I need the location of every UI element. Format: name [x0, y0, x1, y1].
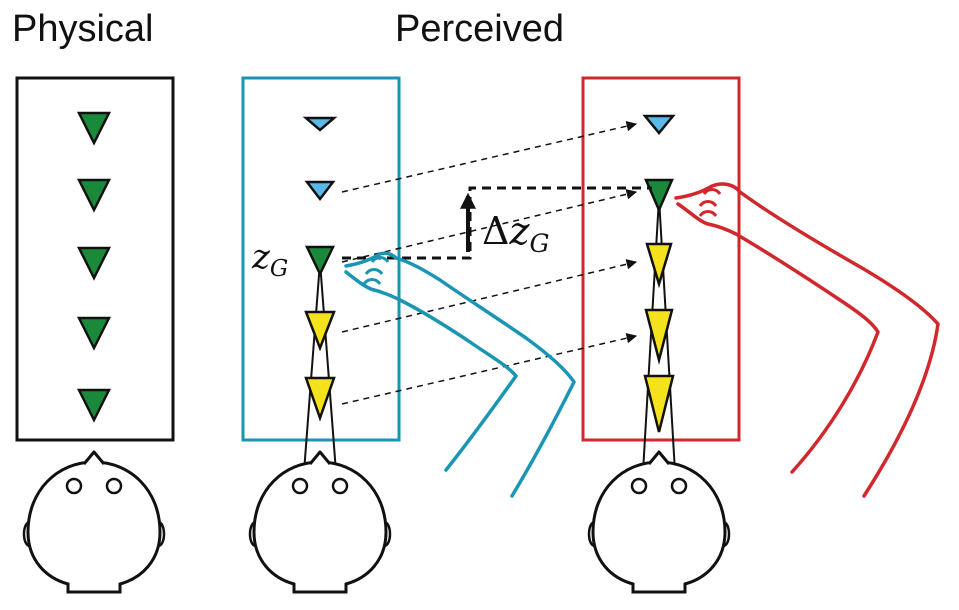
panel-perceived-gaze: [241, 76, 401, 594]
target-green: [76, 246, 112, 281]
target-yellow: [304, 376, 336, 422]
target-green: [305, 245, 335, 277]
physical-frame: [15, 76, 175, 442]
target-blue: [304, 180, 336, 202]
pointing-hand-knuckles: [698, 188, 722, 217]
target-green: [76, 178, 112, 213]
target-blue: [302, 116, 338, 132]
target-blue: [642, 114, 676, 135]
gaze-hand-arm: [344, 251, 576, 498]
target-green: [76, 388, 112, 423]
gaze-hand-knuckles: [362, 256, 390, 285]
target-yellow: [644, 308, 674, 365]
panel-physical: [15, 76, 175, 594]
gaze-head: [248, 450, 392, 594]
mapping-arrow: [341, 333, 638, 405]
target-green: [76, 316, 112, 351]
mapping-arrow: [341, 121, 638, 193]
physical-head: [22, 450, 166, 594]
pointing-head: [587, 450, 731, 594]
mapping-arrows: [341, 121, 638, 405]
target-green: [76, 111, 112, 146]
target-yellow: [304, 310, 336, 352]
pointing-frame: [581, 76, 741, 442]
title-physical: Physical: [12, 8, 154, 50]
gaze-sight-lines: [303, 261, 337, 473]
panel-perceived-pointing: [581, 76, 741, 594]
target-yellow: [645, 242, 673, 289]
delta-bracket: [342, 186, 652, 260]
delta-gaze-depth-label: ΔzG: [482, 209, 549, 258]
mapping-arrow: [341, 259, 638, 333]
title-perceived: Perceived: [395, 8, 564, 50]
target-yellow: [643, 374, 675, 433]
target-green: [644, 178, 674, 214]
pointing-hand-arm: [674, 182, 940, 498]
gaze-depth-label: zG: [251, 237, 288, 282]
